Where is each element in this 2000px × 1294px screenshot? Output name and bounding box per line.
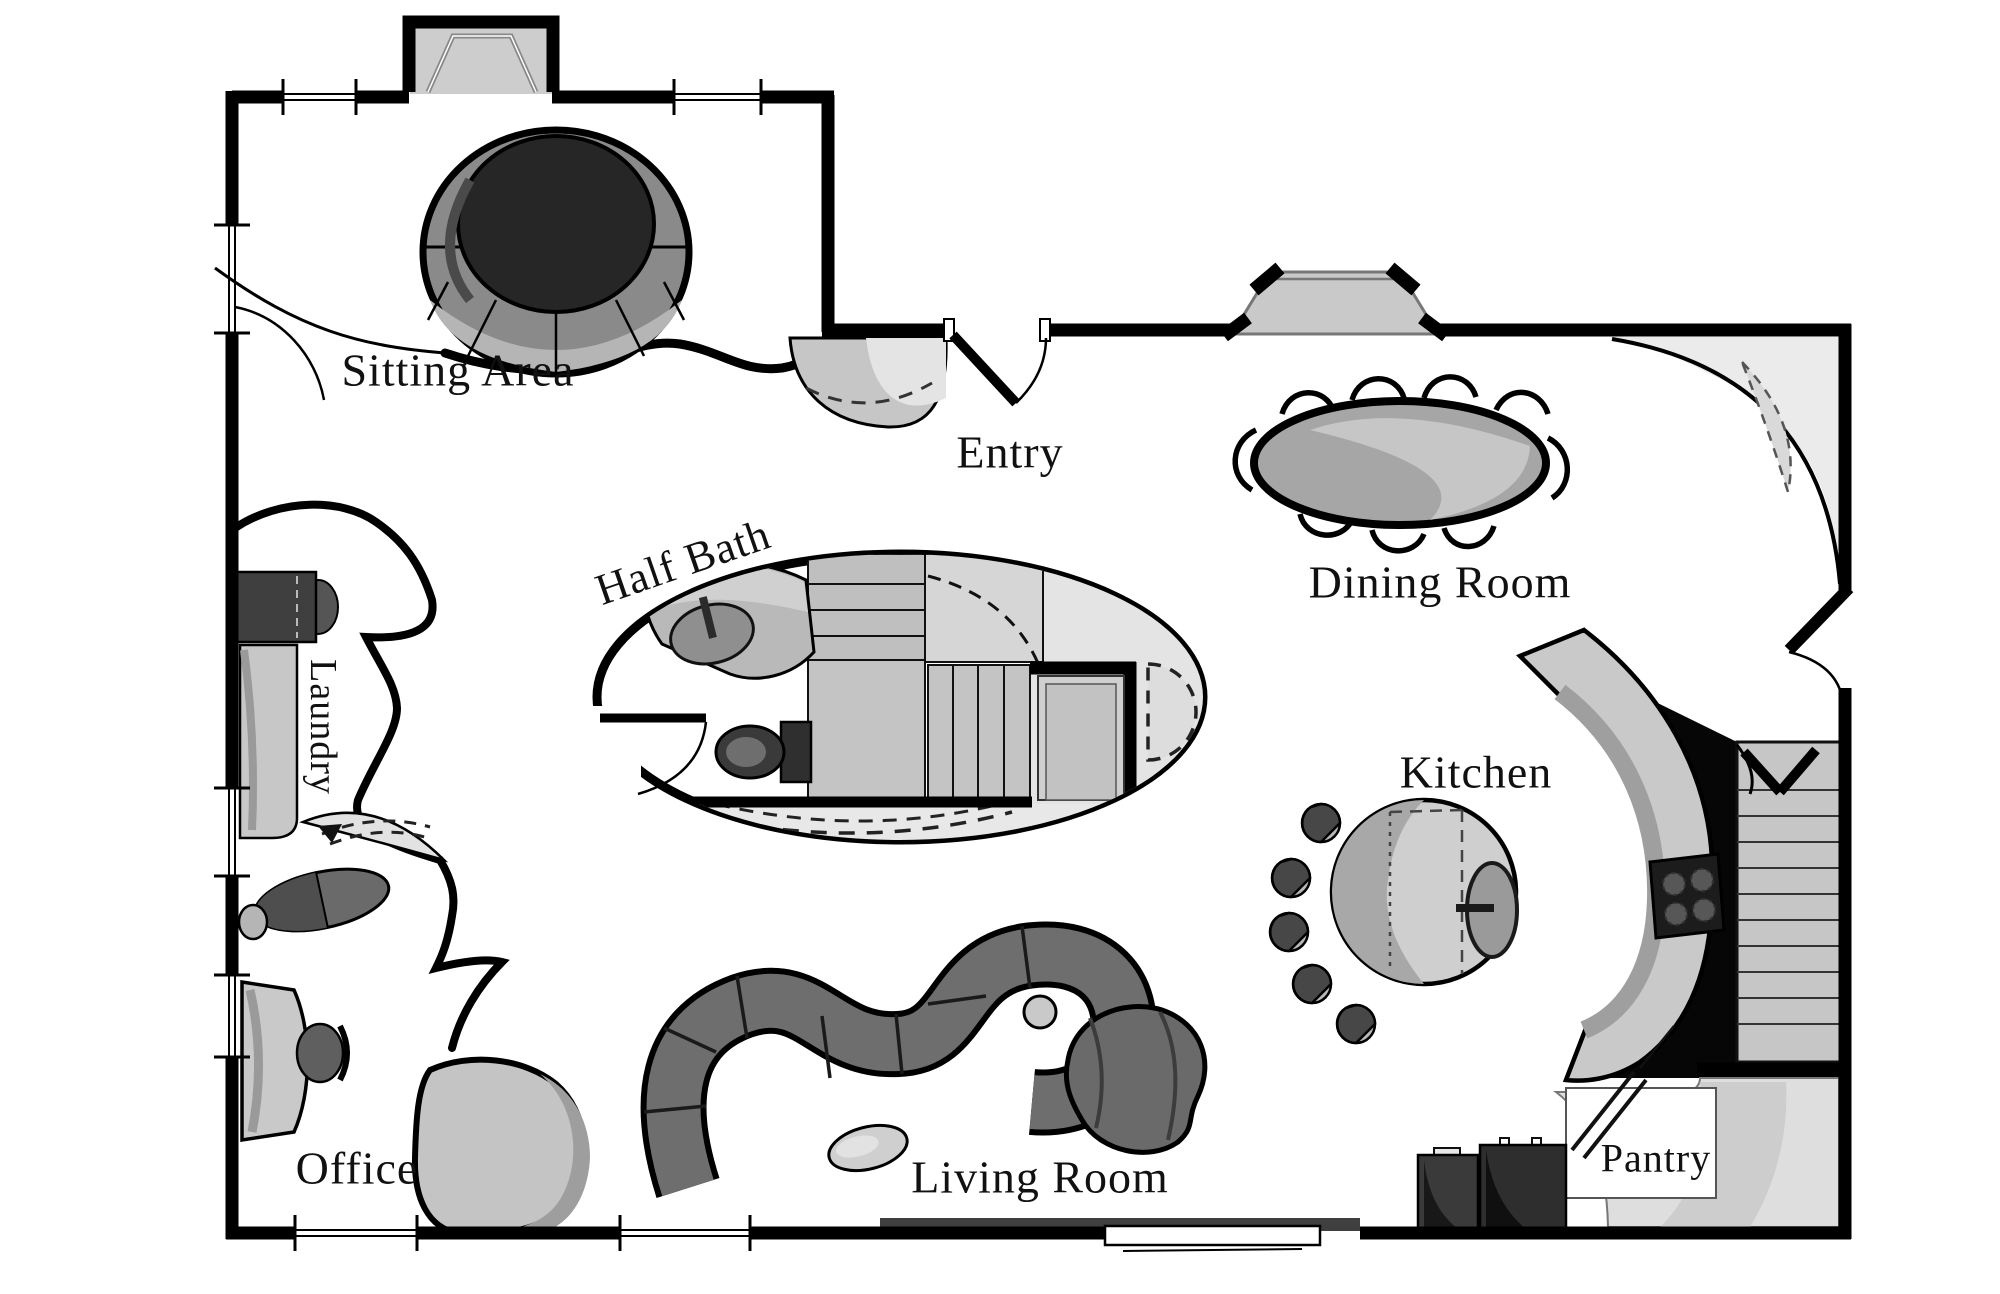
ottoman — [827, 1123, 909, 1173]
office-chair — [295, 1022, 345, 1084]
door-swing-arrow — [318, 824, 342, 843]
pantry-room — [1416, 1025, 1840, 1235]
sliding-door — [1103, 1224, 1322, 1252]
side-ball-stool — [1022, 994, 1058, 1030]
room-label-entry: Entry — [956, 426, 1064, 478]
room-label-laundry: Laundry — [302, 659, 344, 795]
office-chair-back — [337, 1024, 350, 1082]
room-label-kitchen: Kitchen — [1399, 746, 1553, 798]
kitchen-stairs — [1697, 740, 1845, 1078]
room-label-office: Office — [295, 1142, 419, 1194]
small-stool — [237, 903, 269, 941]
room-label-dining-room: Dining Room — [1308, 556, 1572, 608]
kitchen-appliances — [1416, 1137, 1568, 1235]
pantry-pocket-door — [1570, 1025, 1675, 1160]
exterior-walls — [214, 15, 1854, 1252]
pantry-floor — [1565, 1087, 1717, 1199]
cooktop — [1648, 852, 1726, 940]
laundry-office-partition-wall — [231, 500, 510, 1052]
living-room — [640, 921, 1360, 1231]
counter-back-panel — [1596, 688, 1737, 1078]
office-room — [237, 811, 590, 1236]
dining-chairs — [1232, 374, 1570, 554]
lounge-chair — [1063, 1004, 1208, 1155]
dining-room — [1232, 337, 1842, 585]
sitting-bay-window — [402, 15, 560, 94]
kitchen — [1268, 627, 1845, 1083]
room-label-living-room: Living Room — [911, 1151, 1169, 1203]
round-sectional-sofa — [419, 126, 693, 378]
dining-corner-shade — [1612, 337, 1839, 584]
kitchen-island — [1329, 797, 1519, 987]
island-sink — [1456, 861, 1519, 959]
room-label-sitting-area: Sitting Area — [341, 344, 575, 396]
room-label-pantry: Pantry — [1600, 1135, 1712, 1181]
half-bath-stairs-pod — [583, 549, 1208, 845]
island-stools — [1268, 802, 1377, 1045]
entry-door — [943, 318, 1051, 407]
entry-bench — [788, 336, 948, 429]
washer-dryer — [234, 570, 318, 644]
laundry-room — [231, 500, 510, 1052]
dining-bay-window — [1220, 262, 1450, 342]
office-side-table — [253, 867, 391, 933]
